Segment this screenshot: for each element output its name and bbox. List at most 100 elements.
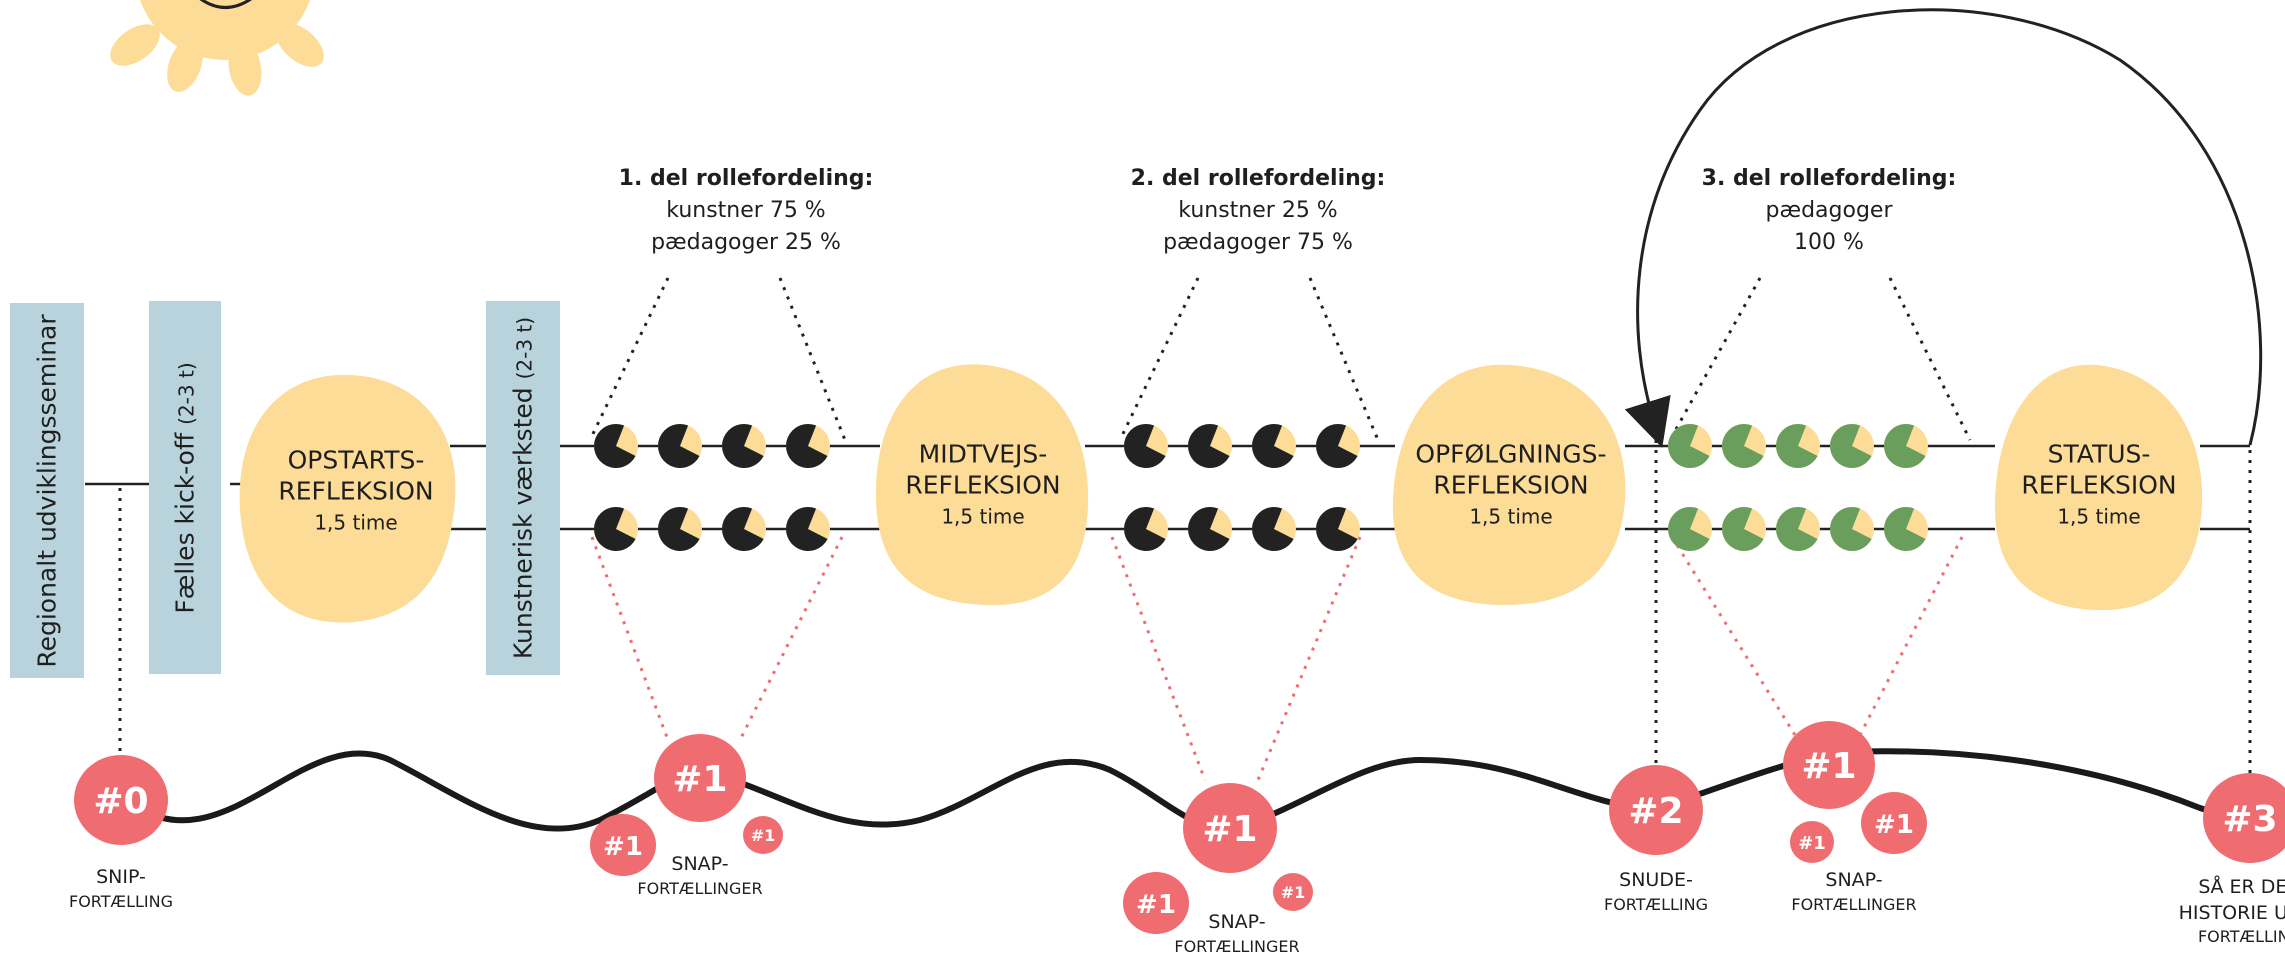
- segment-2-2-3: [1252, 507, 1296, 551]
- segment-2-2-1: [1124, 507, 1168, 551]
- segment-slice-main: [722, 507, 764, 551]
- caption-end-line1: SÅ ER DEN: [2198, 876, 2285, 898]
- segment-slice-main: [1776, 507, 1818, 552]
- phase-workshop-hours: (2-3 t): [512, 316, 537, 380]
- reflection-midtvejs-title1: MIDTVEJS-: [918, 439, 1048, 469]
- segment-1-1-3: [722, 424, 766, 469]
- badge-1b: [1183, 783, 1277, 873]
- segment-1-2-4: [786, 507, 830, 552]
- segment-slice-main: [1188, 507, 1230, 552]
- badge-1c-small-right: [1861, 792, 1927, 854]
- role-distribution-2: 2. del rollefordeling: kunstner 25 % pæd…: [1131, 163, 1386, 259]
- caption-snap-1-line2: FORTÆLLINGER: [637, 878, 763, 898]
- role-distribution-1: 1. del rollefordeling: kunstner 75 % pæd…: [619, 163, 874, 259]
- segment-slice-main: [1830, 424, 1872, 469]
- segment-slice-main: [658, 424, 700, 469]
- badge-1b-small-left: [1123, 872, 1189, 934]
- caption-snap-3-line2: FORTÆLLINGER: [1791, 894, 1917, 914]
- reflection-blob-opstart: [239, 374, 456, 623]
- caption-snude-line2: FORTÆLLING: [1603, 894, 1709, 914]
- role-distribution-3: 3. del rollefordeling: pædagoger 100 %: [1702, 163, 1957, 259]
- segment-slice-main: [1188, 424, 1230, 469]
- segment-3-1-1: [1668, 424, 1712, 468]
- caption-snap-2: SNAP- FORTÆLLINGER: [1174, 910, 1299, 957]
- segment-1-2-2: [658, 507, 702, 551]
- segment-slice-main: [1316, 424, 1358, 469]
- reflection-midtvejs-text: MIDTVEJS- REFLEKSION 1,5 time: [905, 439, 1060, 528]
- reflection-midtvejs-duration: 1,5 time: [941, 504, 1025, 529]
- segment-slice-main: [1668, 507, 1710, 551]
- reflection-opstart-title1: OPSTARTS-: [287, 445, 425, 475]
- segment-slice-main: [1884, 506, 1926, 551]
- segment-2-2-2: [1188, 507, 1232, 552]
- badge-1c: [1783, 721, 1875, 809]
- badge-1b-small-right-label: #1: [1281, 883, 1306, 902]
- segment-1-1-4: [786, 424, 830, 469]
- badge-1b-label: #1: [1202, 809, 1257, 850]
- phase-kickoff-hours: (2-3 t): [174, 361, 199, 425]
- caption-snude: SNUDE- FORTÆLLING: [1604, 868, 1708, 915]
- caption-end: SÅ ER DEN HISTORIE UDE- FORTÆLLING: [2179, 875, 2285, 948]
- phase-workshop-title: Kunstnerisk værksted: [508, 387, 538, 660]
- segment-slice-main: [1124, 507, 1166, 551]
- segment-1-1-1: [594, 424, 638, 469]
- segment-3-1-4: [1830, 424, 1874, 469]
- reflection-blob-status: [1994, 364, 2203, 611]
- caption-end-line2: HISTORIE UDE-: [2178, 901, 2285, 924]
- segment-slice-main: [786, 424, 828, 469]
- segment-3-2-3: [1776, 507, 1820, 552]
- reflection-opfolgning-title1: OPFØLGNINGS-: [1415, 439, 1607, 469]
- badge-1a-small-left: [590, 814, 656, 876]
- caption-snude-line1: SNUDE-: [1619, 869, 1693, 891]
- badge-0: [74, 755, 168, 845]
- role-distribution-2-line2: pædagoger 75 %: [1163, 229, 1353, 255]
- segment-slice-main: [594, 507, 636, 551]
- reflection-status-duration: 1,5 time: [2057, 504, 2141, 529]
- segment-slice-main: [1722, 507, 1764, 551]
- segment-slice-main: [658, 507, 700, 551]
- phase-kickoff-label: Fælles kick-off (2-3 t): [171, 362, 200, 613]
- vertical-connectors: [118, 440, 2252, 780]
- badge-2-label: #2: [1628, 791, 1683, 832]
- phase-kickoff-title: Fælles kick-off: [170, 432, 200, 614]
- segment-slice-main: [1668, 424, 1710, 468]
- reflection-opfolgning-duration: 1,5 time: [1469, 504, 1553, 529]
- badge-1a-label: #1: [672, 759, 727, 800]
- role-distribution-3-line1: pædagoger: [1765, 197, 1893, 223]
- caption-snap-3-line1: SNAP-: [1825, 869, 1883, 891]
- story-badges: [74, 721, 2285, 934]
- segment-slice-main: [1776, 424, 1818, 469]
- segment-2-1-2: [1188, 424, 1232, 469]
- segment-slice-main: [1252, 507, 1294, 551]
- snap-connectors: [590, 536, 1964, 781]
- segment-slice-main: [1124, 424, 1166, 469]
- role-distribution-3-line2: 100 %: [1794, 229, 1864, 255]
- segment-slice-main: [786, 507, 828, 552]
- badge-1a: [654, 734, 746, 822]
- segment-3-1-2: [1722, 424, 1766, 468]
- segment-2-1-3: [1252, 424, 1296, 469]
- role-distribution-1-line2: pædagoger 25 %: [651, 229, 841, 255]
- badge-1c-label: #1: [1801, 746, 1856, 787]
- reflection-status-text: STATUS- REFLEKSION 1,5 time: [2021, 439, 2176, 528]
- segment-1-2-3: [722, 507, 766, 551]
- role-distribution-3-heading: 3. del rollefordeling:: [1701, 166, 1957, 191]
- badge-1b-small-left-label: #1: [1136, 890, 1176, 920]
- role-distribution-2-heading: 2. del rollefordeling:: [1130, 166, 1386, 191]
- caption-snap-2-line1: SNAP-: [1208, 911, 1266, 933]
- phase-kickoff: Fælles kick-off (2-3 t): [149, 301, 221, 674]
- sun-icon: [110, 0, 324, 96]
- reflection-status-title2: REFLEKSION: [2021, 469, 2177, 499]
- role-distribution-1-heading: 1. del rollefordeling:: [618, 166, 874, 191]
- story-badge-labels: #0 #1 #1 #1 #1 #1 #1 #2 #1 #1 #1 #3: [93, 746, 2277, 920]
- segment-slice-main: [1829, 506, 1872, 551]
- segment-3-2-2: [1722, 507, 1766, 551]
- segment-1-2-1: [594, 507, 638, 551]
- reflection-opstart-text: OPSTARTS- REFLEKSION 1,5 time: [278, 445, 433, 534]
- badge-3: [2203, 773, 2285, 863]
- loop-arrow: [1624, 8, 2263, 448]
- caption-snip: SNIP- FORTÆLLING: [69, 865, 173, 912]
- badge-2: [1609, 765, 1703, 855]
- caption-snip-line1: SNIP-: [96, 866, 146, 888]
